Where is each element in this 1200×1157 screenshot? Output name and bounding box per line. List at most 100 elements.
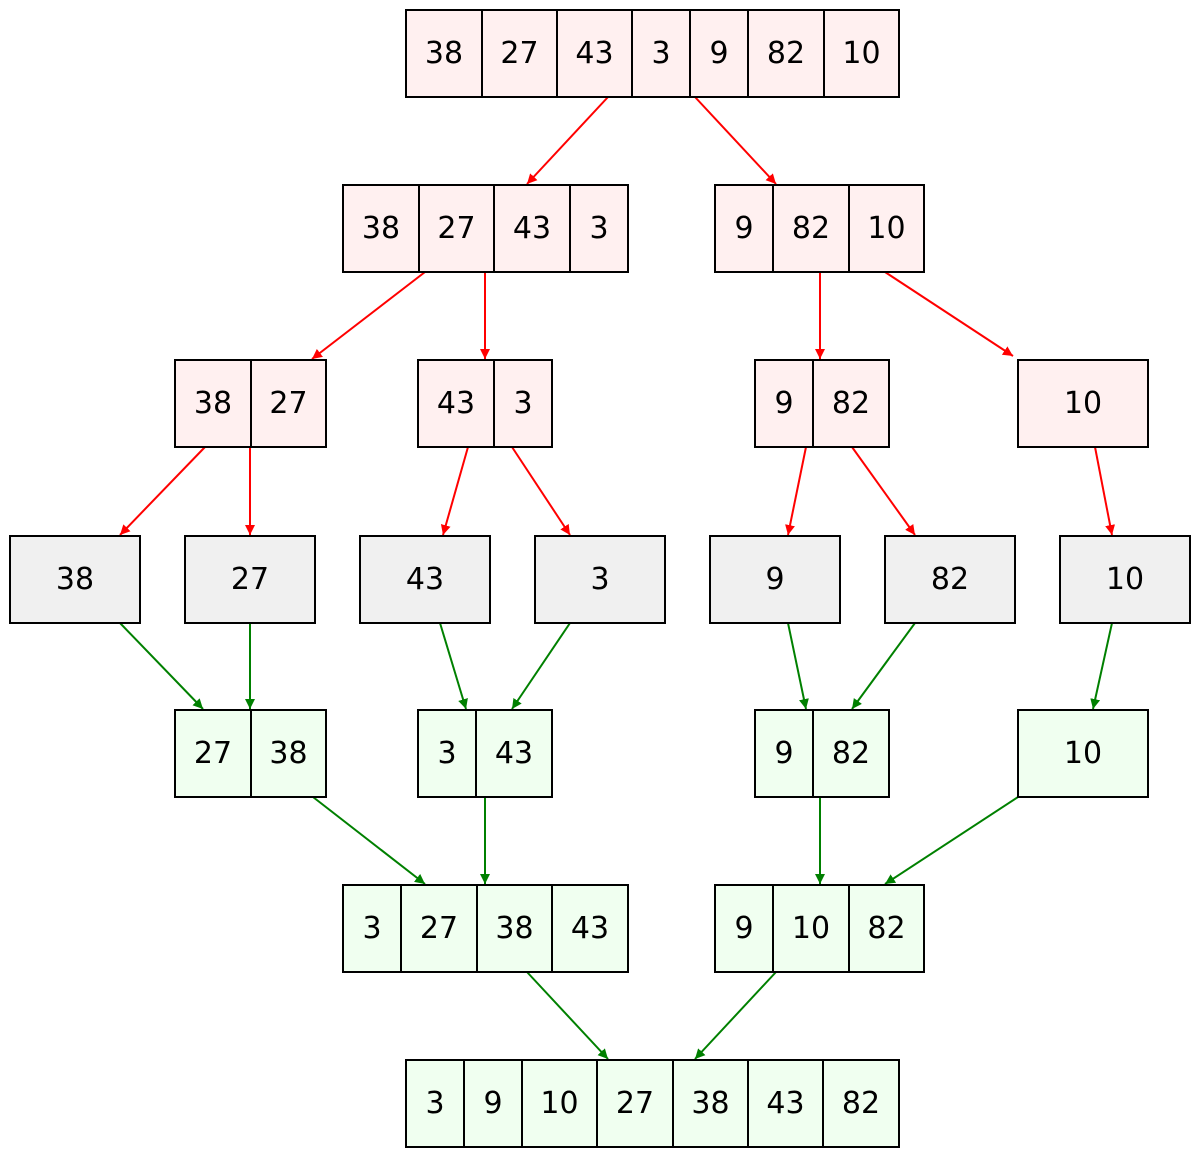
array-cell: [551, 884, 629, 973]
cell-value: 9: [765, 562, 784, 597]
array-cell: [772, 884, 850, 973]
cell-value: 43: [406, 562, 444, 597]
cell-value: 9: [734, 211, 753, 246]
cell-value: 27: [194, 736, 232, 771]
array-cell: [417, 359, 495, 448]
cell-value: 82: [867, 911, 905, 946]
cell-value: 38: [495, 911, 533, 946]
cell-value: 3: [651, 36, 670, 71]
cell-value: 82: [842, 1086, 880, 1121]
cell-value: 27: [437, 211, 475, 246]
cell-value: 38: [362, 211, 400, 246]
cell-value: 43: [575, 36, 613, 71]
merge-arrow-merge-1d-to-merge-2b: [884, 796, 1019, 885]
array-cell: [1059, 535, 1191, 624]
cell-value: 10: [792, 911, 830, 946]
cell-value: 82: [767, 36, 805, 71]
array-cell: [9, 535, 141, 624]
merge-arrow-leaf-10-to-merge-1d: [1090, 622, 1113, 710]
split-arrow-split-2d-to-leaf-10: [1094, 446, 1116, 536]
cell-value: 38: [691, 1086, 729, 1121]
array-cell: [812, 709, 890, 798]
leaf-node-leaf-82: 82: [884, 535, 1016, 624]
array-cell: [772, 184, 850, 273]
leaf-node-leaf-9: 9: [709, 535, 841, 624]
cell-value: 43: [766, 1086, 804, 1121]
array-cell: [405, 9, 483, 98]
array-cell: [1017, 709, 1149, 798]
array-cell: [475, 709, 553, 798]
array-cell: [174, 359, 252, 448]
cell-value: 27: [616, 1086, 654, 1121]
array-cell: [672, 1059, 749, 1148]
split-arrow-split-2b-to-leaf-43: [440, 446, 469, 536]
array-cell: [709, 535, 841, 624]
array-cell: [754, 359, 814, 448]
cell-value: 43: [495, 736, 533, 771]
array-cell: [184, 535, 316, 624]
merge-node-merge-1a: 27 38: [174, 709, 327, 798]
merge-node-merge-1b: 3 43: [417, 709, 553, 798]
leaf-node-leaf-43: 43: [359, 535, 491, 624]
cell-value: 3: [425, 1086, 444, 1121]
cell-value: 43: [571, 911, 609, 946]
array-cell: [812, 359, 890, 448]
cell-value: 10: [1064, 736, 1102, 771]
merge-arrow-leaf-43-to-merge-1b: [439, 622, 468, 710]
cell-value: 10: [1106, 562, 1144, 597]
cell-value: 9: [774, 736, 793, 771]
array-cell: [714, 184, 774, 273]
array-cell: [569, 184, 629, 273]
array-cell: [359, 535, 491, 624]
array-cell: [848, 184, 925, 273]
edges-layer: [119, 96, 1116, 1060]
cell-value: 3: [589, 211, 608, 246]
cell-value: 10: [540, 1086, 578, 1121]
cell-value: 27: [269, 386, 307, 421]
array-cell: [534, 535, 666, 624]
array-cell: [823, 9, 900, 98]
cell-value: 38: [56, 562, 94, 597]
leaf-node-leaf-10: 10: [1059, 535, 1191, 624]
cell-value: 27: [231, 562, 269, 597]
cell-value: 27: [500, 36, 538, 71]
cell-value: 10: [867, 211, 905, 246]
merge-arrow-merge-1a-to-merge-2a: [312, 796, 426, 885]
cell-value: 9: [774, 386, 793, 421]
array-cell: [342, 884, 402, 973]
array-cell: [174, 709, 252, 798]
cell-value: 3: [362, 911, 381, 946]
array-cell: [822, 1059, 900, 1148]
cell-value: 9: [734, 911, 753, 946]
cell-value: 10: [1064, 386, 1102, 421]
split-arrow-split-1a-to-split-2a: [311, 271, 426, 360]
split-arrow-split-2a-to-leaf-38: [119, 446, 206, 536]
array-cell: [342, 184, 420, 273]
array-cell: [250, 709, 327, 798]
cell-value: 38: [269, 736, 307, 771]
split-arrow-split-0-to-split-1b: [694, 96, 777, 185]
merge-arrow-merge-2b-to-merge-final: [694, 971, 777, 1060]
cell-value: 82: [931, 562, 969, 597]
leaf-node-leaf-27: 27: [184, 535, 316, 624]
array-cell: [521, 1059, 598, 1148]
merge-arrow-leaf-9-to-merge-1c: [787, 622, 809, 710]
cell-value: 38: [425, 36, 463, 71]
cell-value: 3: [513, 386, 532, 421]
cell-value: 3: [437, 736, 456, 771]
array-cell: [493, 359, 553, 448]
array-cell: [631, 9, 691, 98]
split-arrow-split-2b-to-leaf-3: [511, 446, 571, 536]
cell-value: 3: [590, 562, 609, 597]
leaf-node-leaf-38: 38: [9, 535, 141, 624]
merge-arrow-merge-2a-to-merge-final: [526, 971, 609, 1060]
